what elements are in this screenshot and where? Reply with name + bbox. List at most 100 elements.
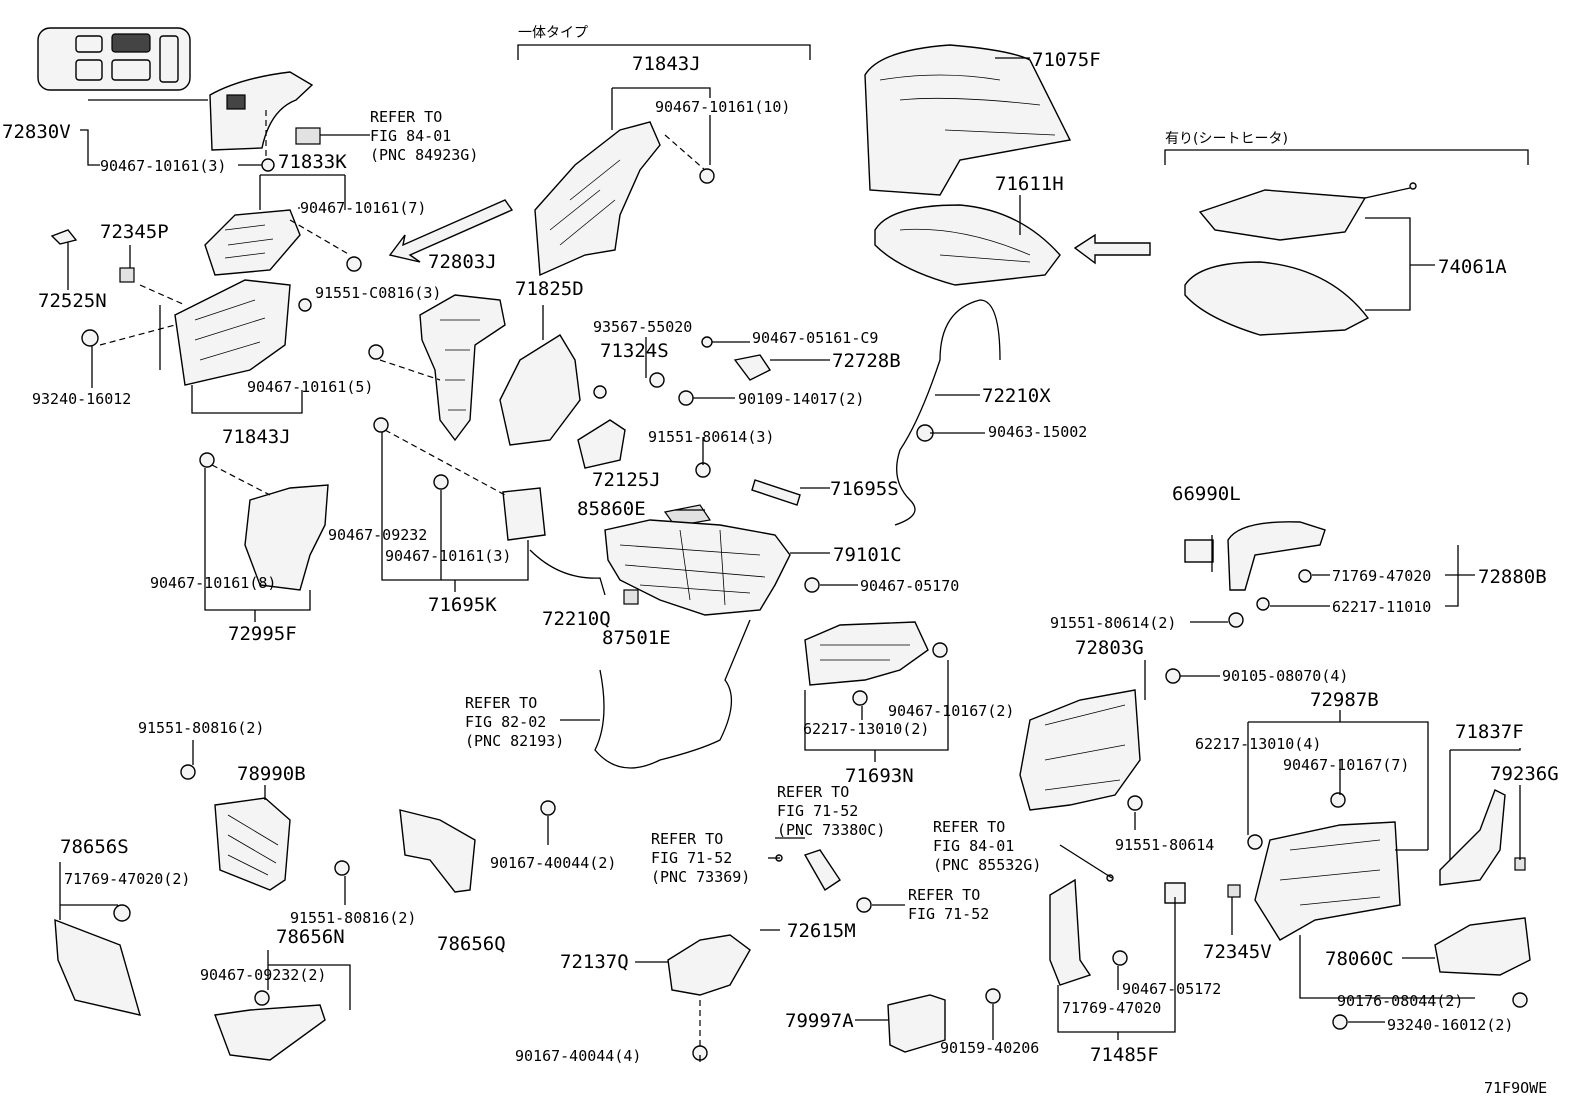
part-72987B bbox=[1247, 792, 1401, 941]
group-bracket-one-piece: 一体タイプ bbox=[517, 25, 811, 60]
label-90467-05170: 90467-05170 bbox=[860, 577, 959, 595]
part-71324S bbox=[593, 385, 607, 399]
label-refer-84-01-a-2: FIG 84-01 bbox=[370, 127, 451, 145]
label-62217-13010-4: 62217-13010(4) bbox=[1195, 735, 1321, 753]
label-66990L: 66990L bbox=[1172, 483, 1241, 505]
label-72210Q: 72210Q bbox=[542, 608, 611, 630]
label-91551-80816-2a: 91551-80816(2) bbox=[138, 719, 264, 737]
part-78656N bbox=[214, 1004, 326, 1061]
label-90463-15002: 90463-15002 bbox=[988, 423, 1087, 441]
label-90467-05172: 90467-05172 bbox=[1122, 980, 1221, 998]
part-71485F bbox=[1049, 874, 1186, 986]
label-79997A: 79997A bbox=[785, 1010, 854, 1032]
label-71485F: 71485F bbox=[1090, 1044, 1159, 1066]
label-71693N: 71693N bbox=[845, 765, 914, 787]
part-71611H bbox=[874, 204, 1061, 286]
group-bracket-seat-heater: 有り(シートヒータ) bbox=[1164, 131, 1529, 165]
label-72525N: 72525N bbox=[38, 290, 107, 312]
label-93240-16012-2: 93240-16012(2) bbox=[1387, 1016, 1513, 1034]
label-72728B: 72728B bbox=[832, 350, 901, 372]
part-switch-84923G bbox=[295, 127, 321, 145]
label-71769-47020-b: 71769-47020 bbox=[1062, 999, 1161, 1017]
label-71837F: 71837F bbox=[1455, 721, 1524, 743]
part-72210X bbox=[894, 299, 1001, 526]
label-71833K: 71833K bbox=[278, 151, 347, 173]
label-90167-40044-2: 90167-40044(2) bbox=[490, 854, 616, 872]
label-90467-09232: 90467-09232 bbox=[328, 526, 427, 544]
switch-panel-part bbox=[37, 27, 191, 91]
label-71843J-left: 71843J bbox=[222, 426, 291, 448]
label-71324S: 71324S bbox=[600, 340, 669, 362]
label-90467-10167-7: 90467-10167(7) bbox=[1283, 756, 1409, 774]
label-90467-10161-7: 90467-10161(7) bbox=[300, 199, 426, 217]
label-72995F: 72995F bbox=[228, 623, 297, 645]
label-refer-71-52-b-1: REFER TO bbox=[651, 830, 723, 848]
label-71611H: 71611H bbox=[995, 173, 1064, 195]
label-72345V: 72345V bbox=[1203, 941, 1272, 963]
label-90176-08044-2: 90176-08044(2) bbox=[1337, 992, 1463, 1010]
part-71843J-left bbox=[81, 279, 312, 386]
label-refer-71-52-b-3: (PNC 73369) bbox=[651, 868, 750, 886]
part-72995F bbox=[199, 452, 329, 591]
label-85860E: 85860E bbox=[577, 498, 646, 520]
part-72125J bbox=[577, 419, 626, 469]
label-87501E: 87501E bbox=[602, 627, 671, 649]
screw-90467-05161-C9 bbox=[701, 336, 713, 348]
label-refer-84-01-b-2: FIG 84-01 bbox=[933, 837, 1014, 855]
part-78656S bbox=[54, 904, 141, 1016]
part-72345V bbox=[1227, 884, 1241, 898]
bolt-90109-14017 bbox=[678, 390, 694, 406]
direction-arrow-heater-icon bbox=[1073, 233, 1151, 265]
part-78990B bbox=[180, 764, 350, 891]
label-72803J: 72803J bbox=[428, 251, 497, 273]
part-74061A bbox=[1184, 182, 1417, 336]
clip-90467-10161-3b bbox=[433, 474, 449, 490]
part-71843J-top bbox=[534, 121, 715, 277]
label-71695K: 71695K bbox=[428, 594, 497, 616]
label-72137Q: 72137Q bbox=[560, 951, 629, 973]
label-refer-82-02-3: (PNC 82193) bbox=[465, 732, 564, 750]
label-71769-47020-a: 71769-47020 bbox=[1332, 567, 1431, 585]
screw-90176-08044 bbox=[1512, 992, 1528, 1008]
label-refer-71-52-a-3: (PNC 73380C) bbox=[777, 821, 885, 839]
part-71693N bbox=[804, 621, 948, 706]
label-91551-80816-2b: 91551-80816(2) bbox=[290, 909, 416, 927]
label-91551-80614: 91551-80614 bbox=[1115, 836, 1214, 854]
screw-93567-55020 bbox=[649, 372, 665, 388]
label-refer-71-52-c-2: FIG 71-52 bbox=[908, 905, 989, 923]
part-ref-71-52 bbox=[856, 897, 872, 913]
screw-93240-16012-2 bbox=[1332, 1014, 1348, 1030]
label-72880B: 72880B bbox=[1478, 566, 1547, 588]
label-refer-71-52-a-1: REFER TO bbox=[777, 783, 849, 801]
label-90105-08070-4: 90105-08070(4) bbox=[1222, 667, 1348, 685]
label-62217-13010-2: 62217-13010(2) bbox=[803, 720, 929, 738]
label-71695S: 71695S bbox=[830, 478, 899, 500]
part-71695K bbox=[502, 487, 546, 541]
wire-harness-82193 bbox=[594, 619, 751, 769]
part-87501E bbox=[623, 589, 639, 605]
label-72615M: 72615M bbox=[787, 920, 856, 942]
label-refer-71-52-b-2: FIG 71-52 bbox=[651, 849, 732, 867]
label-90109-14017-2: 90109-14017(2) bbox=[738, 390, 864, 408]
part-71075F bbox=[864, 44, 1072, 196]
label-90467-09232-2: 90467-09232(2) bbox=[200, 966, 326, 984]
part-78656Q bbox=[399, 809, 476, 893]
part-71695S bbox=[751, 479, 801, 506]
label-90467-10161-8: 90467-10161(8) bbox=[150, 574, 276, 592]
part-71825D bbox=[499, 305, 581, 446]
bolt-91551-80614-3 bbox=[695, 462, 711, 478]
label-79236G: 79236G bbox=[1490, 763, 1559, 785]
label-78656Q: 78656Q bbox=[437, 933, 506, 955]
label-71843J-top: 71843J bbox=[632, 53, 701, 75]
clip-90467-09232 bbox=[373, 417, 389, 433]
label-91551-80614-3: 91551-80614(3) bbox=[648, 428, 774, 446]
label-91551-C0816-3: 91551-C0816(3) bbox=[315, 284, 441, 302]
label-refer-84-01-b-1: REFER TO bbox=[933, 818, 1005, 836]
label-93567-55020: 93567-55020 bbox=[593, 318, 692, 336]
clip-90467-05170 bbox=[804, 577, 820, 593]
label-90467-10161-3a: 90467-10161(3) bbox=[100, 157, 226, 175]
label-71075F: 71075F bbox=[1032, 49, 1101, 71]
label-90159-40206: 90159-40206 bbox=[940, 1039, 1039, 1057]
label-72345P: 72345P bbox=[100, 221, 169, 243]
